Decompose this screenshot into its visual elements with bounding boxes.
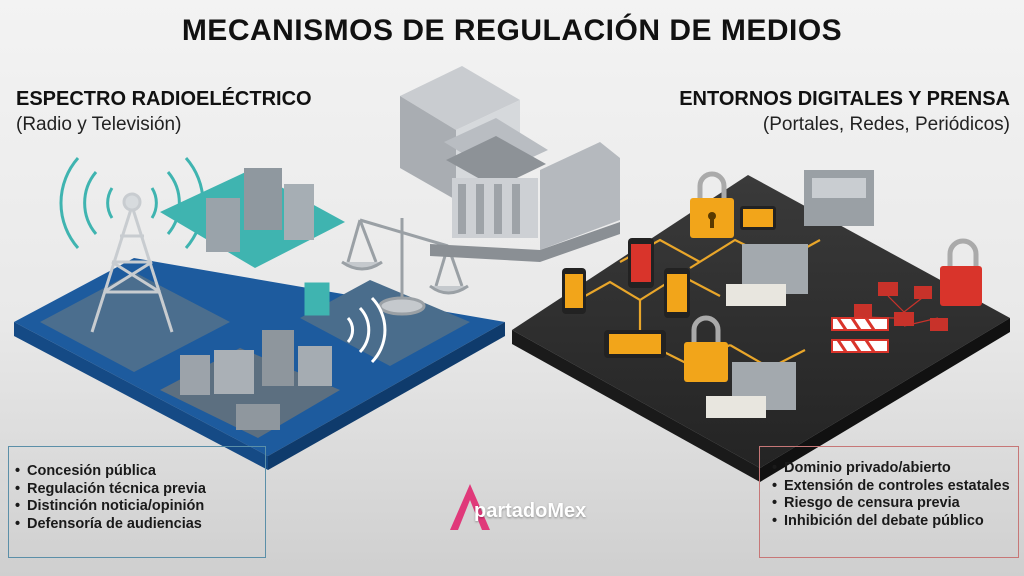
wifi-signal-icon xyxy=(304,282,387,364)
network-monitors xyxy=(854,282,948,331)
list-item: Concesión pública xyxy=(13,463,206,481)
list-item: Regulación técnica previa xyxy=(13,481,206,499)
list-item: Inhibición del debate público xyxy=(770,513,1010,531)
radio-tower-icon xyxy=(59,157,205,333)
city-buildings xyxy=(180,168,332,430)
padlock-icon xyxy=(684,171,982,382)
digital-subheading: (Portales, Redes, Periódicos) xyxy=(762,114,1010,135)
list-item: Extensión de controles estatales xyxy=(770,478,1010,496)
scales-of-justice-icon xyxy=(341,218,469,316)
list-item: Riesgo de censura previa xyxy=(770,495,1010,513)
apartadomex-logo xyxy=(450,484,490,530)
list-item: Defensoría de audiencias xyxy=(13,516,206,534)
spectrum-heading: ESPECTRO RADIOELÉCTRICO xyxy=(16,88,312,110)
list-item: Dominio privado/abierto xyxy=(770,460,1010,478)
digital-heading: ENTORNOS DIGITALES Y PRENSA xyxy=(679,88,1010,110)
spectrum-mechanisms-box: Concesión pública Regulación técnica pre… xyxy=(8,446,266,558)
digital-mechanisms-box: Dominio privado/abierto Extensión de con… xyxy=(759,446,1019,558)
logo: partadoMex xyxy=(420,480,620,540)
barrier-icon xyxy=(831,317,889,353)
spectrum-subheading: (Radio y Televisión) xyxy=(16,114,182,135)
page-title: MECANISMOS DE REGULACIÓN DE MEDIOS xyxy=(181,14,843,47)
smartphone-icon xyxy=(562,206,776,358)
printing-press-icon xyxy=(706,170,874,418)
list-item: Distinción noticia/opinión xyxy=(13,498,206,516)
logo-text: partadoMex xyxy=(474,500,587,522)
government-building-icon xyxy=(400,66,620,262)
